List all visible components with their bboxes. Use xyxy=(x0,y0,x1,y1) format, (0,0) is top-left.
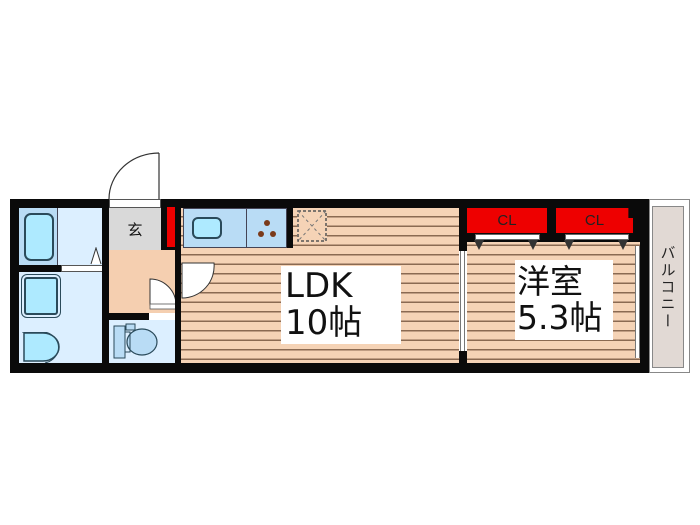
outer-wall-left xyxy=(10,199,19,373)
stove-burners-icon xyxy=(254,217,280,245)
bathroom xyxy=(19,208,102,266)
entrance: 玄 xyxy=(109,208,161,250)
outer-wall-bottom xyxy=(10,363,650,373)
closet-door-marker-icon xyxy=(618,240,628,250)
fridge-space xyxy=(297,210,327,242)
closet-1[interactable]: CL xyxy=(467,208,547,233)
balcony: バルコニー xyxy=(652,206,684,368)
kitchen-counter xyxy=(183,208,287,248)
washing-machine-icon xyxy=(21,331,61,364)
closet-1-doors[interactable] xyxy=(475,234,540,240)
wall-ldk-western-top xyxy=(459,199,467,251)
bathtub-icon xyxy=(24,213,54,261)
closet-door-marker-icon xyxy=(474,240,484,250)
entrance-door-swing xyxy=(108,152,160,200)
ldk-label: LDK 10帖 xyxy=(281,266,401,344)
entrance-label: 玄 xyxy=(127,220,143,239)
fridge-space-icon xyxy=(297,210,327,242)
toilet-room xyxy=(109,320,175,363)
washroom xyxy=(19,272,102,364)
bath-sliding-door[interactable] xyxy=(61,265,104,272)
wall-wet-entrance xyxy=(102,199,109,373)
closet-2[interactable]: CL xyxy=(556,208,633,233)
western-room-label: 洋室 5.3帖 xyxy=(515,260,613,340)
kitchen-back-wall xyxy=(287,208,293,248)
outer-wall-right xyxy=(640,199,649,373)
closet-door-marker-icon xyxy=(564,240,574,250)
closet-door-marker-icon xyxy=(528,240,538,250)
ldk-name: LDK xyxy=(285,266,353,307)
closet-2-doors[interactable] xyxy=(565,234,629,240)
hallway xyxy=(109,250,177,314)
toilet-door-swing xyxy=(149,278,177,314)
ldk-door-swing xyxy=(181,262,215,306)
ldk-size: 10帖 xyxy=(285,303,363,343)
entrance-threshold xyxy=(109,199,161,208)
outer-wall-top xyxy=(10,199,650,208)
toilet-wall-top xyxy=(109,313,149,320)
sliding-door-ldk-western[interactable] xyxy=(460,251,465,351)
bath-door-icon xyxy=(90,246,102,269)
balcony-label: バルコニー xyxy=(658,244,677,330)
western-room-name: 洋室 xyxy=(517,262,583,302)
washbasin-icon xyxy=(24,277,58,315)
shoe-cabinet xyxy=(167,207,175,247)
closet-1-label: CL xyxy=(497,212,517,229)
western-room: CL CL 洋室 5.3帖 xyxy=(465,208,642,363)
western-room-size: 5.3帖 xyxy=(517,298,603,337)
door-arc-icon xyxy=(108,152,160,200)
bath-divider-wall xyxy=(19,265,61,272)
ldk-room: LDK 10帖 xyxy=(181,208,459,363)
toilet-icon xyxy=(112,322,162,366)
kitchen-sink-icon xyxy=(192,217,222,239)
balcony-window[interactable] xyxy=(635,246,640,358)
closet-2-label: CL xyxy=(584,212,605,229)
wall-hall-ldk xyxy=(175,199,181,373)
